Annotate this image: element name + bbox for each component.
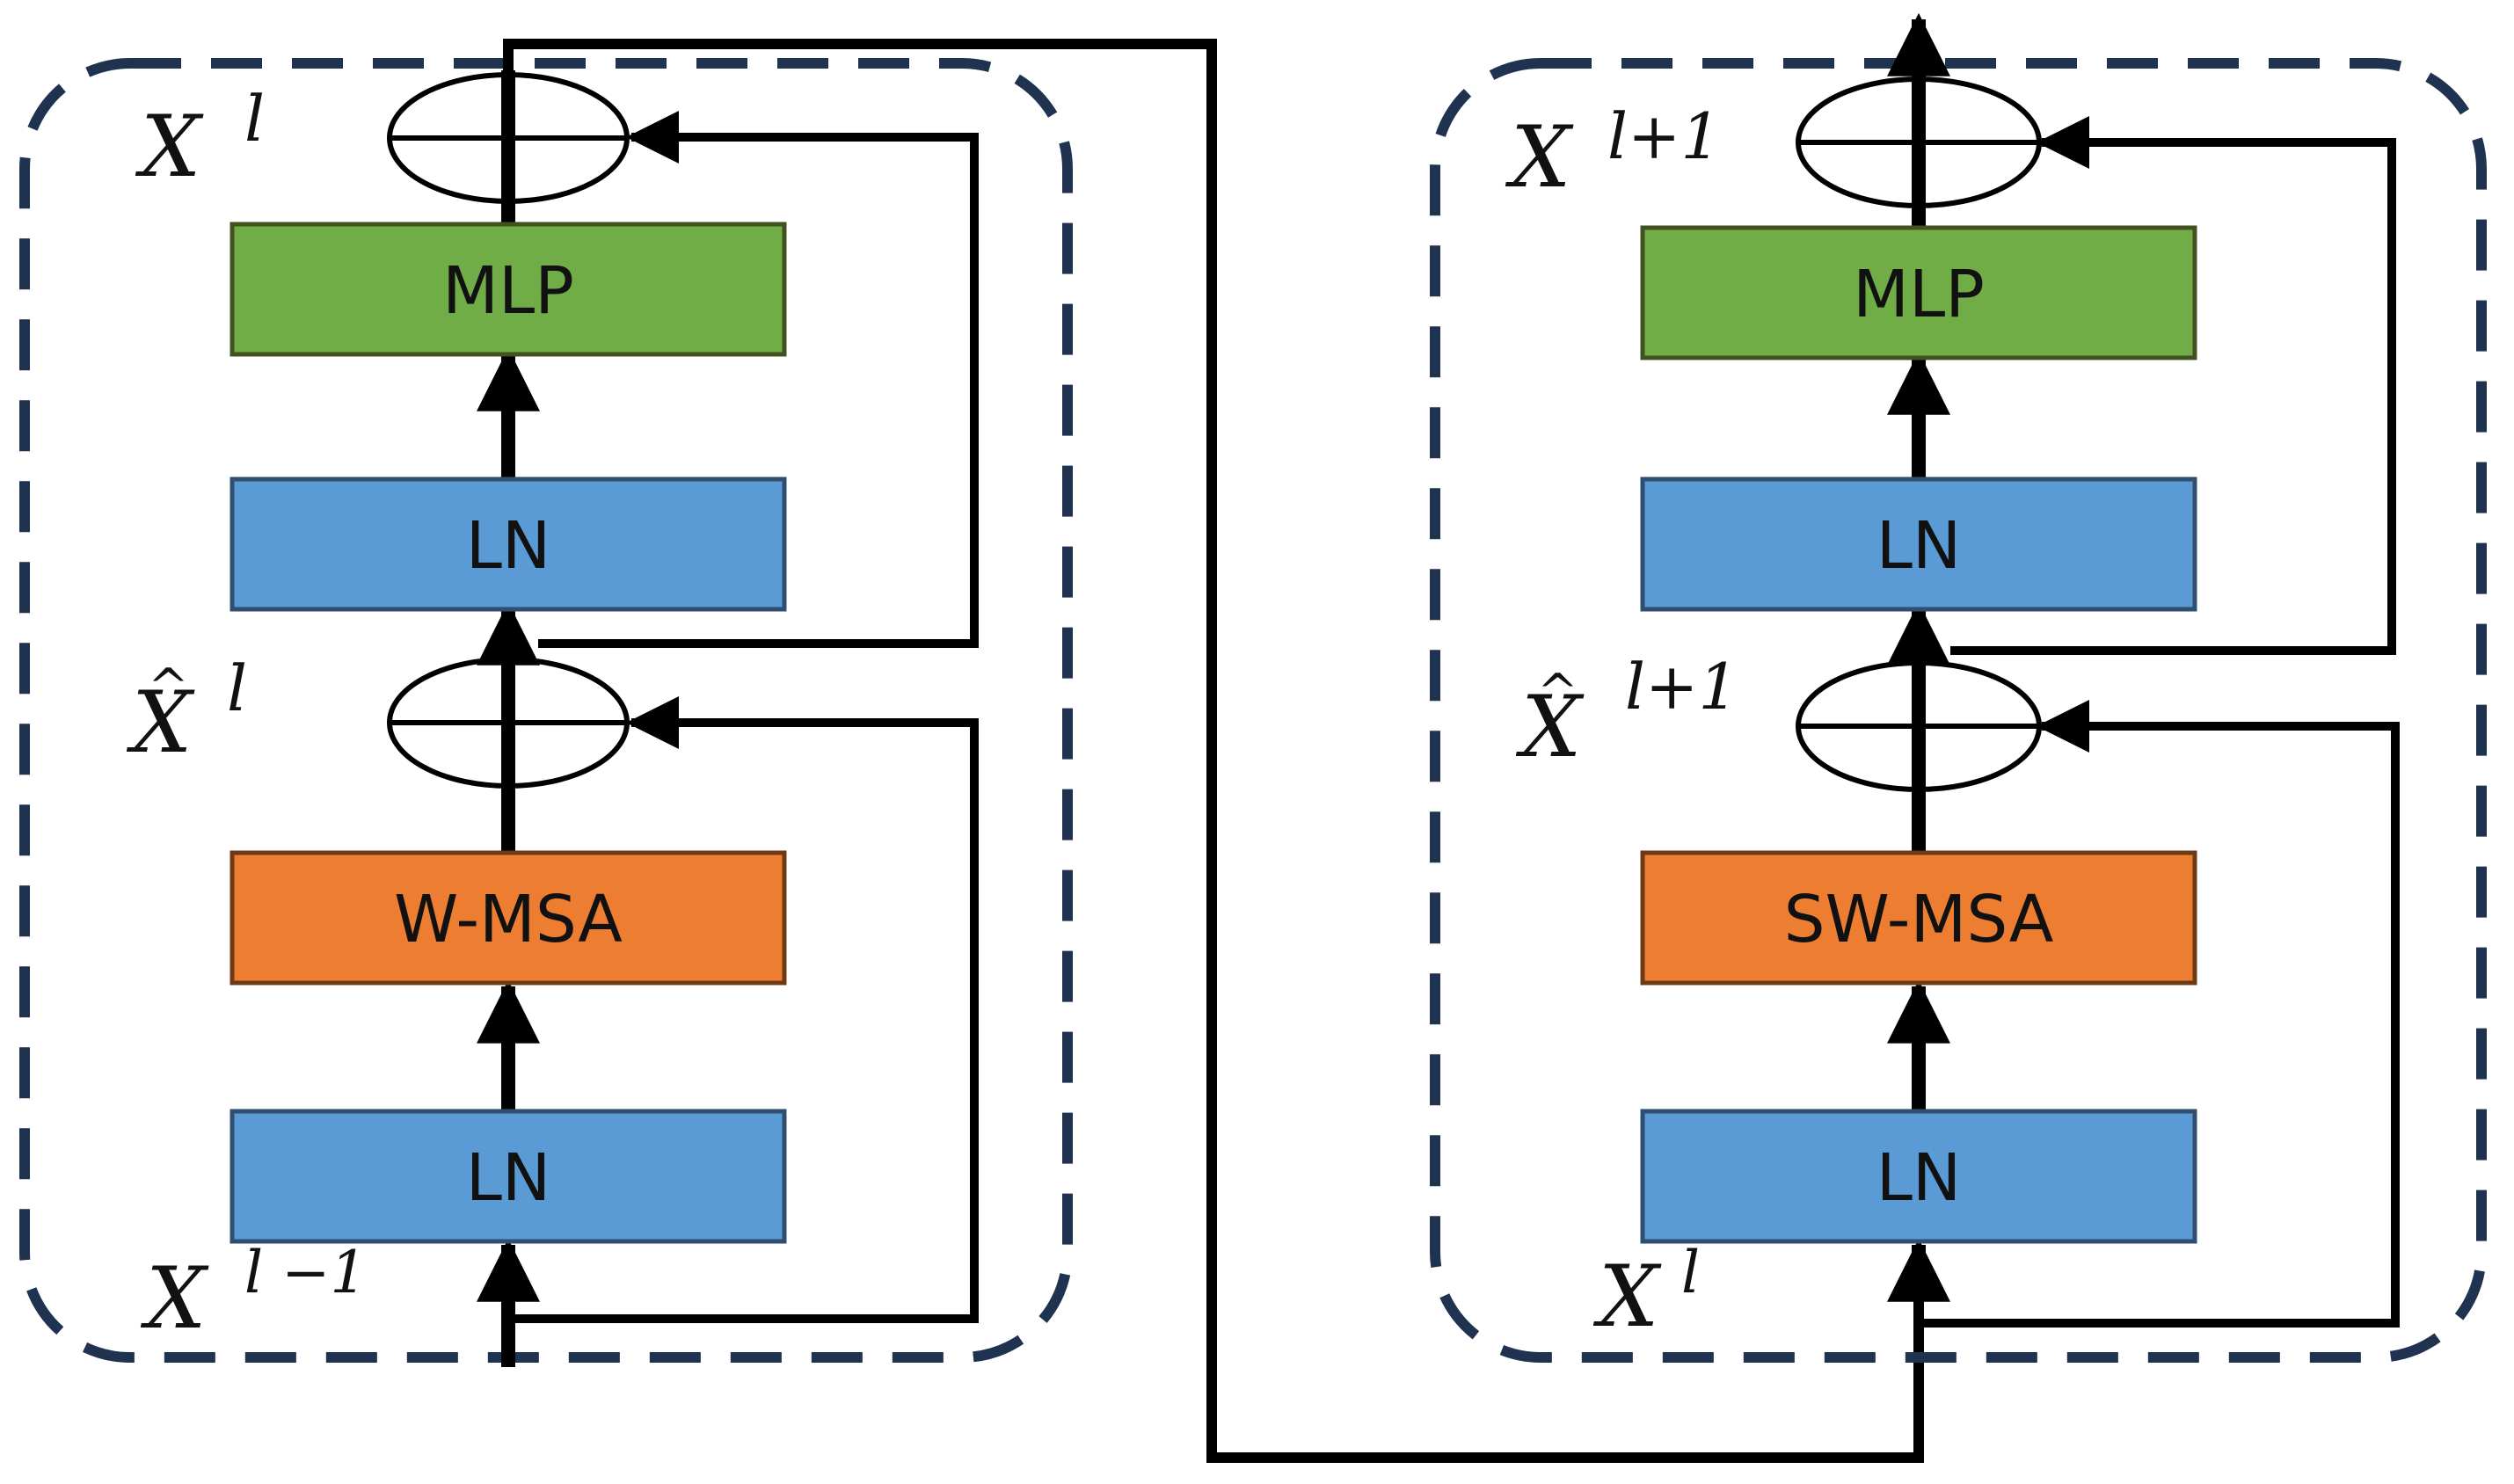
block-2-ln-bottom-label: LN: [1876, 1140, 1962, 1216]
svg-text:l: l: [227, 651, 247, 725]
svg-text:l −1: l −1: [244, 1239, 367, 1306]
block-1-mid-label: X ^ l: [126, 651, 247, 772]
block-1-ln-top-label: LN: [466, 508, 551, 584]
block-1-add-node-top: [387, 72, 630, 204]
block-2-dashed-border: [1430, 58, 2487, 1363]
block-1: MLP LN W-MSA LN X l X ^ l X l −1: [19, 58, 1073, 1367]
block-2-add-node-top: [1796, 76, 2042, 208]
block-1-ln-bottom-label: LN: [466, 1140, 551, 1216]
svg-text:X: X: [126, 673, 195, 772]
block-1-add-node-mid: [387, 657, 630, 789]
block-1-input-label: X l −1: [140, 1239, 367, 1348]
svg-text:^: ^: [148, 658, 189, 716]
block-2-ln-top-box: [1640, 476, 2197, 612]
svg-text:l: l: [244, 82, 265, 156]
block-1-mlp-box: [230, 222, 787, 357]
block-1-dashed-border: [19, 58, 1073, 1363]
block-2-attention-label: SW-MSA: [1784, 882, 2054, 957]
block-2-mid-label: X ^ l+1: [1515, 650, 1738, 776]
svg-text:X: X: [1592, 1248, 1662, 1346]
svg-text:X: X: [1505, 108, 1574, 207]
block-1-ln-top-box: [230, 476, 787, 612]
block-1-mlp-label: MLP: [442, 253, 574, 329]
svg-text:l: l: [1681, 1239, 1700, 1306]
block-2-mlp-label: MLP: [1853, 257, 1985, 332]
block-2-mlp-box: [1640, 225, 2197, 360]
block-2-output-label: X l+1: [1505, 99, 1721, 207]
block-2-skip-connection-1: [1919, 700, 2400, 1328]
block-1-skip-connection-2: [538, 111, 979, 648]
block-2-add-node-mid: [1796, 660, 2042, 792]
block-1-ln-bottom-box: [230, 1109, 787, 1244]
block-2-skip-connection-2: [1950, 116, 2396, 655]
block-1-skip-connection-1: [508, 696, 979, 1323]
svg-text:X: X: [135, 98, 204, 196]
svg-text:X: X: [140, 1249, 209, 1348]
block-2-input-label: X l: [1592, 1239, 1700, 1346]
block-2-ln-bottom-box: [1640, 1109, 2197, 1244]
inter-block-connection: [503, 39, 1924, 1463]
block-2-attention-box: [1640, 850, 2197, 986]
svg-text:^: ^: [1537, 664, 1578, 721]
block-2-ln-top-label: LN: [1876, 508, 1962, 584]
block-1-output-label: X l: [135, 82, 265, 196]
svg-text:l+1: l+1: [1607, 99, 1721, 173]
block-1-attention-label: W-MSA: [394, 882, 623, 957]
block-2: MLP LN SW-MSA LN X l+1 X ^ l+1 X l: [1430, 12, 2487, 1363]
svg-text:l+1: l+1: [1625, 650, 1738, 724]
block-1-attention-box: [230, 850, 787, 986]
svg-text:X: X: [1515, 678, 1585, 776]
